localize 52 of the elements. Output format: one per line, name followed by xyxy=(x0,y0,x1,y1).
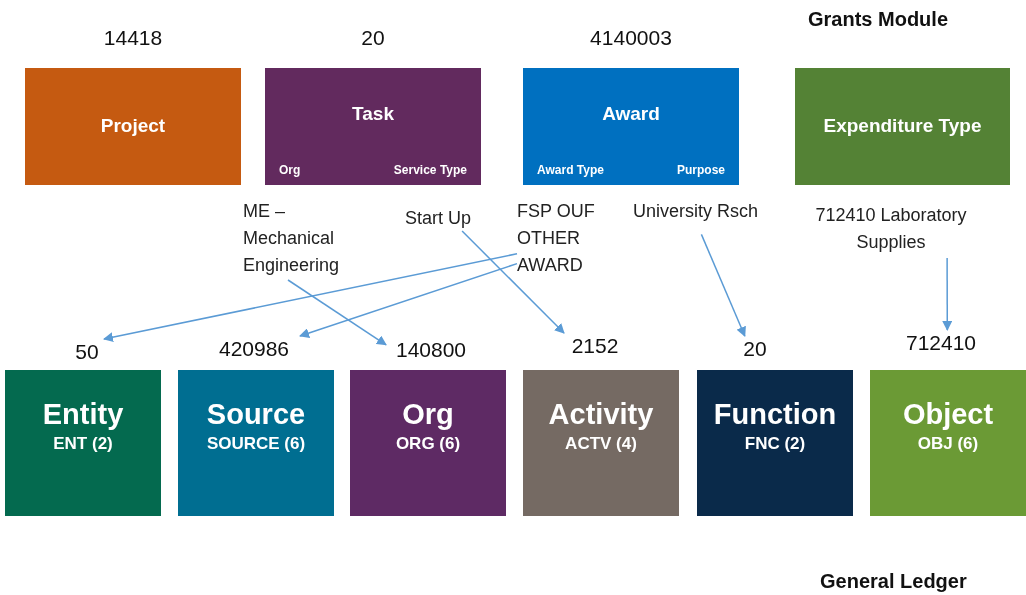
arrow xyxy=(461,230,565,334)
module-box xyxy=(25,68,241,185)
attribute-label: Service Type xyxy=(393,162,467,179)
segment-box xyxy=(697,370,853,516)
value-text: FSP OUF OTHER AWARD xyxy=(517,200,596,277)
segment-code: ENT (2) xyxy=(53,433,113,455)
segment-title: Source xyxy=(206,397,306,432)
segment-box xyxy=(5,370,161,516)
section-heading: Grants Module xyxy=(808,7,948,32)
code-number: 140800 xyxy=(395,337,467,364)
code-number: 50 xyxy=(75,339,99,366)
segment-box xyxy=(350,370,506,516)
segment-title: Activity xyxy=(548,397,654,432)
arrow xyxy=(700,233,746,337)
code-number: 420986 xyxy=(218,336,290,363)
arrow xyxy=(287,279,387,346)
module-box xyxy=(523,68,739,185)
id-number: 20 xyxy=(360,25,386,51)
segment-code: SOURCE (6) xyxy=(206,433,306,455)
box-title: Project xyxy=(100,114,166,139)
attribute-label: Purpose xyxy=(677,162,725,179)
box-title: Expenditure Type xyxy=(823,114,982,139)
segment-title: Entity xyxy=(42,397,124,432)
segment-code: ACTV (4) xyxy=(565,433,637,455)
code-number: 20 xyxy=(743,336,767,363)
box-title: Award xyxy=(602,102,660,127)
value-text: ME – Mechanical Engineering xyxy=(243,200,341,277)
arrow xyxy=(942,257,953,331)
segment-box xyxy=(870,370,1026,516)
box-title: Task xyxy=(352,102,394,127)
arrow xyxy=(103,253,518,343)
segment-box xyxy=(178,370,334,516)
segment-code: FNC (2) xyxy=(744,433,806,455)
code-number: 712410 xyxy=(905,330,977,357)
module-box xyxy=(795,68,1010,185)
value-text: University Rsch xyxy=(633,200,760,223)
arrow xyxy=(299,262,518,338)
section-heading: General Ledger xyxy=(820,569,967,594)
segment-code: OBJ (6) xyxy=(917,433,979,455)
segment-title: Object xyxy=(902,397,994,432)
id-number: 4140003 xyxy=(589,25,673,51)
module-box xyxy=(265,68,481,185)
value-text: 712410 Laboratory Supplies xyxy=(814,204,968,254)
id-number: 14418 xyxy=(102,25,164,51)
segment-title: Org xyxy=(402,397,454,432)
attribute-label: Org xyxy=(279,162,301,179)
value-text: Start Up xyxy=(405,207,473,230)
segment-title: Function xyxy=(713,397,837,432)
code-number: 2152 xyxy=(571,333,619,360)
segment-box xyxy=(523,370,679,516)
segment-code: ORG (6) xyxy=(395,433,461,455)
attribute-label: Award Type xyxy=(537,162,604,179)
